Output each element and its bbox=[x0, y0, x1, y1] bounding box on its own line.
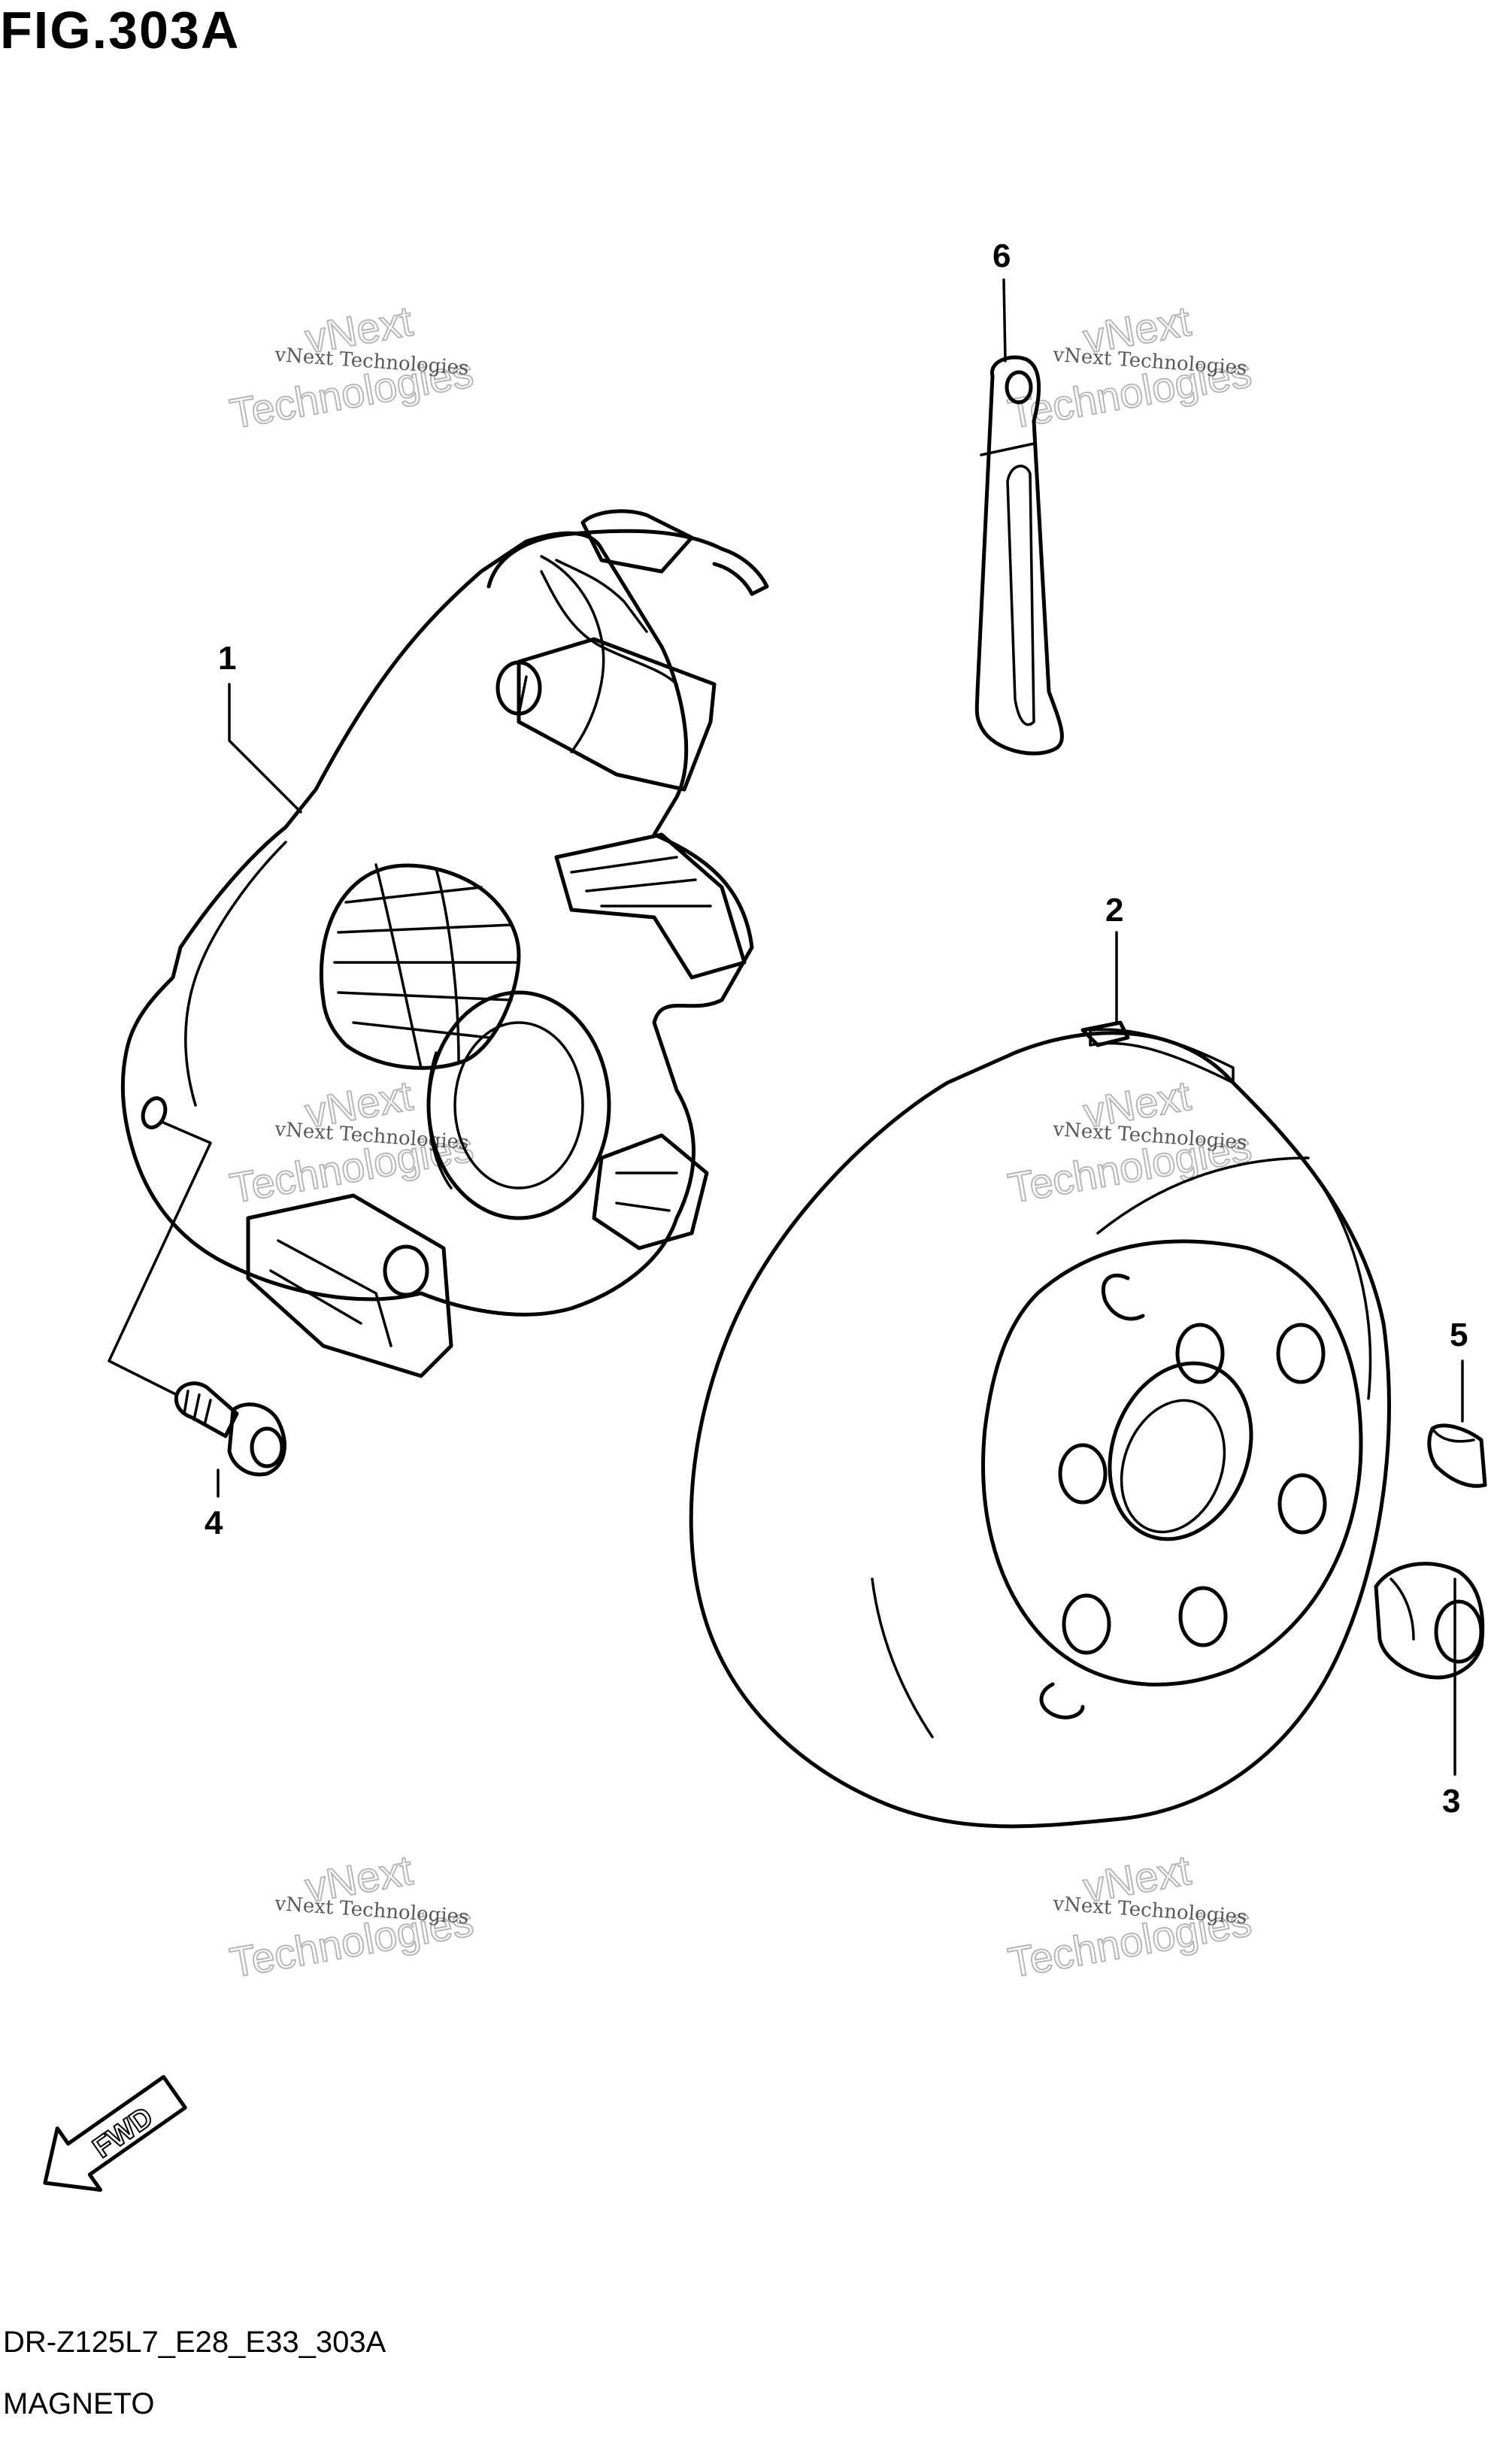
callout-leaders bbox=[108, 278, 1464, 1776]
callout-3: 3 bbox=[1442, 1783, 1460, 1820]
callout-4: 4 bbox=[205, 1505, 223, 1541]
part-2-rotor bbox=[689, 1020, 1391, 1829]
callout-5: 5 bbox=[1450, 1317, 1468, 1353]
watermark-mid-left: Technologies vNext vNext Technologies bbox=[226, 1071, 477, 1213]
part-3-nut bbox=[1374, 1562, 1485, 1680]
model-code: DR-Z125L7_E28_E33_303A bbox=[3, 2326, 386, 2359]
part-6-clamp bbox=[974, 355, 1064, 756]
watermark-mid-right: Technologies vNext vNext Technologies bbox=[1004, 1071, 1256, 1213]
watermark-top-right: Technologies vNext vNext Technologies bbox=[1004, 296, 1256, 438]
part-4-bolt bbox=[174, 1381, 286, 1477]
watermark-bottom-left: Technologies vNext vNext Technologies bbox=[226, 1845, 477, 1987]
part-5-key bbox=[1427, 1423, 1487, 1488]
fwd-arrow-icon: FWD bbox=[43, 2075, 187, 2193]
figure-title: FIG.303A bbox=[0, 1, 241, 59]
callout-2: 2 bbox=[1105, 892, 1123, 929]
part-1-stator bbox=[120, 509, 769, 1378]
watermark-bottom-right: Technologies vNext vNext Technologies bbox=[1004, 1845, 1256, 1987]
callout-1: 1 bbox=[218, 640, 236, 677]
watermark-top-left: Technologies vNext vNext Technologies bbox=[226, 296, 477, 438]
callout-6: 6 bbox=[993, 238, 1011, 274]
section-name: MAGNETO bbox=[3, 2387, 155, 2420]
